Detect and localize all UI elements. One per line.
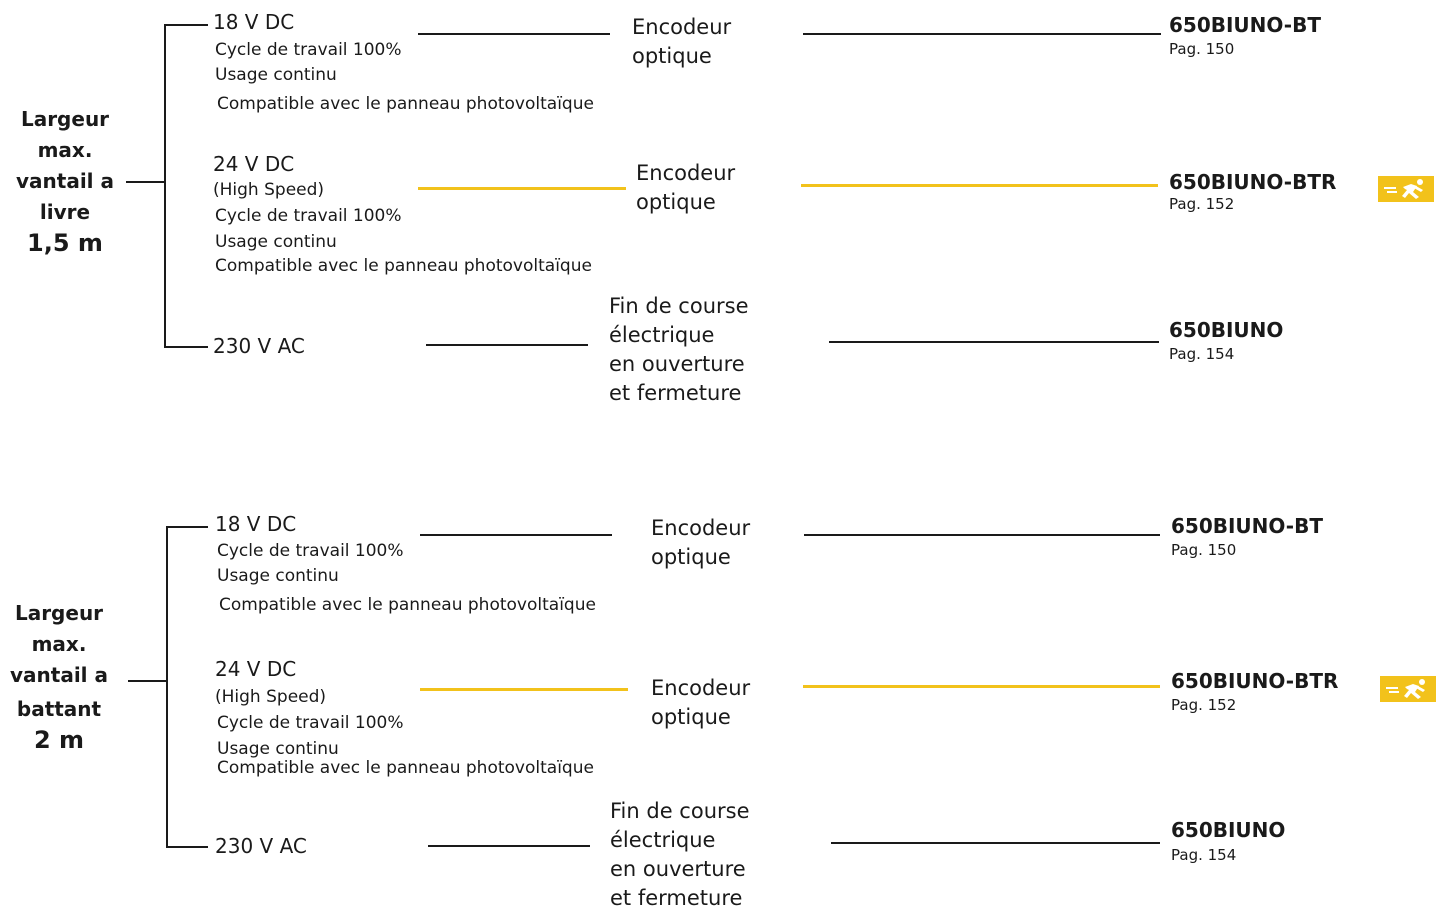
detail-text: Compatible avec le panneau photovoltaïqu… [215,256,592,276]
function-line: Encodeur [651,676,751,700]
page-reference: Pag. 150 [1171,541,1237,559]
function-label: Fin de course électrique en ouverture et… [610,797,750,913]
running-man-icon [1380,676,1436,702]
function-line: Encodeur [651,516,751,540]
voltage-label: 230 V AC [213,334,305,358]
flow-line [829,341,1159,343]
function-line: électrique [610,828,716,852]
detail-text: Cycle de travail 100% [217,713,404,733]
function-line: Fin de course [609,294,749,318]
connector-line [166,846,208,848]
page-reference: Pag. 152 [1171,696,1237,714]
detail-text: Usage continu [215,65,337,85]
flow-line-highlight [803,685,1160,688]
header-line: Largeur [20,107,110,131]
page-reference: Pag. 150 [1169,40,1235,58]
header-line: vantail a [16,169,114,193]
connector-line [128,680,168,682]
flow-line [804,534,1160,536]
flow-line [420,534,612,536]
function-label: Encodeur optique [632,13,731,71]
header-line: vantail a [10,663,108,687]
detail-text: Usage continu [215,232,337,252]
detail-text: Usage continu [217,566,339,586]
function-line: en ouverture [610,857,746,881]
connector-line [166,526,208,528]
flow-line-highlight [418,187,626,190]
function-line: optique [651,545,731,569]
product-code: 650BIUNO [1169,318,1284,342]
connector-line [126,181,166,183]
function-line: et fermeture [609,381,742,405]
function-label: Fin de course électrique en ouverture et… [609,292,749,408]
product-code: 650BIUNO-BTR [1169,170,1337,194]
detail-text: Compatible avec le panneau photovoltaïqu… [219,595,596,615]
flow-line [418,33,610,35]
function-line: électrique [609,323,715,347]
detail-text: Cycle de travail 100% [217,541,404,561]
function-label: Encodeur optique [636,159,735,217]
connector-line [164,24,208,26]
product-code: 650BIUNO-BTR [1171,669,1339,693]
product-code: 650BIUNO [1171,818,1286,842]
detail-text: Cycle de travail 100% [215,206,402,226]
header-size: 2 m [33,726,85,754]
detail-text: Usage continu [217,739,339,759]
voltage-label: 24 V DC [215,657,297,681]
group-header: Largeur max. vantail a battant 2 m [0,598,124,756]
header-size: 1,5 m [27,229,103,257]
detail-text: Cycle de travail 100% [215,40,402,60]
header-line: max. [31,632,87,656]
running-man-icon [1378,176,1434,202]
function-label: Encodeur optique [651,674,750,732]
voltage-label: 24 V DC [213,152,295,176]
detail-text: Compatible avec le panneau photovoltaïqu… [217,94,594,114]
connector-line [164,346,208,348]
product-code: 650BIUNO-BT [1171,514,1323,538]
function-line: en ouverture [609,352,745,376]
detail-text: Compatible avec le panneau photovoltaïqu… [217,758,594,778]
flow-line-highlight [801,184,1158,187]
page-reference: Pag. 154 [1169,345,1235,363]
flow-line [428,845,590,847]
function-line: Encodeur [636,161,736,185]
function-line: optique [651,705,731,729]
voltage-label: 18 V DC [213,10,295,34]
header-line: Largeur [14,601,104,625]
header-line: livre [39,200,91,224]
bracket-line [164,24,166,348]
product-code: 650BIUNO-BT [1169,13,1321,37]
function-line: optique [636,190,716,214]
function-line: et fermeture [610,886,743,910]
page-reference: Pag. 154 [1171,846,1237,864]
detail-text: (High Speed) [215,687,327,707]
function-label: Encodeur optique [651,514,750,572]
flow-line-highlight [420,688,628,691]
function-line: Fin de course [610,799,750,823]
flow-line [803,33,1161,35]
bracket-line [166,526,168,848]
voltage-label: 230 V AC [215,834,307,858]
function-line: optique [632,44,712,68]
header-line: battant [16,697,102,721]
flow-line [426,344,588,346]
function-line: Encodeur [632,15,732,39]
header-line: max. [37,138,93,162]
voltage-label: 18 V DC [215,512,297,536]
group-header: Largeur max. vantail a livre 1,5 m [0,104,130,259]
flow-line [831,842,1160,844]
page-reference: Pag. 152 [1169,195,1235,213]
detail-text: (High Speed) [213,180,325,200]
